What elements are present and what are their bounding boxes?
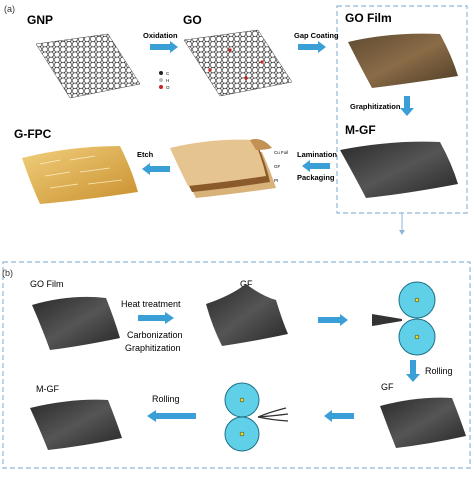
roller-axle-icon [239, 397, 245, 403]
rolling-arrow-left [147, 410, 196, 422]
oxygen-atom [260, 60, 264, 64]
carbon-legend-dot [159, 71, 163, 75]
go-film-label: GO Film [345, 11, 392, 25]
lamination-arrow [302, 160, 330, 172]
cu-foil-label: Cu Foil [274, 150, 288, 155]
panel-b-tag: (b) [2, 268, 13, 278]
rolling-label-2: Rolling [152, 394, 180, 404]
gf-label-1: GF [240, 279, 253, 289]
go-label: GO [183, 13, 202, 27]
to-rolling-arrow [318, 314, 348, 326]
gf-label-2: GF [381, 382, 394, 392]
go-film-sheet [348, 33, 458, 88]
legend-h: H [166, 78, 169, 83]
rolling-label-1: Rolling [425, 366, 453, 376]
stack-peel-corner [250, 139, 272, 150]
gnp-lattice [35, 33, 141, 99]
gf-sheet-flat [380, 397, 466, 448]
gnp-label: GNP [27, 13, 53, 27]
etch-arrow [142, 163, 170, 175]
panel-a-tag: (a) [4, 4, 15, 14]
oxidation-arrow [150, 41, 178, 53]
film-entering-rollers [372, 314, 402, 326]
graphitization-label-b: Graphitization [125, 343, 181, 353]
graphitization-arrow-a [400, 96, 414, 116]
oxygen-atom [228, 48, 232, 52]
heat-treatment-arrow [138, 312, 174, 324]
legend-c: C [166, 71, 170, 76]
m-gf-sheet-b [30, 399, 122, 450]
to-rolling-arrow-2 [324, 410, 354, 422]
oxygen-atom [244, 76, 248, 80]
g-fpc-traces [39, 155, 123, 189]
packaging-label: Packaging [297, 173, 335, 182]
m-gf-label-a: M-GF [345, 123, 376, 137]
roller-axle-icon [414, 297, 420, 303]
legend-o: O [166, 85, 170, 90]
oxygen-legend-dot [159, 85, 163, 89]
panel-b-dashed-box [2, 261, 471, 469]
roller-axle-icon [239, 431, 245, 437]
heat-treatment-label: Heat treatment [121, 299, 181, 309]
go-film-label-b: GO Film [30, 279, 64, 289]
hydrogen-legend-dot [159, 78, 163, 82]
gf-layer-label: GF [274, 164, 281, 169]
gap-coating-arrow [298, 41, 326, 53]
lamination-label: Lamination [297, 150, 337, 159]
etch-label: Etch [137, 150, 154, 159]
m-gf-label-b: M-GF [36, 384, 59, 394]
go-film-sheet-b [32, 296, 120, 350]
oxidation-label: Oxidation [143, 31, 178, 40]
carbonization-label: Carbonization [127, 330, 183, 340]
oxygen-atom [208, 68, 212, 72]
panel-connector-arrowhead [399, 230, 405, 235]
pi-layer-label: PI [274, 178, 278, 183]
go-lattice [183, 29, 293, 97]
gf-sheet-bumpy [206, 284, 288, 346]
film-exiting-rollers [257, 407, 289, 422]
graphitization-label-a: Graphitization [350, 102, 401, 111]
rolling-arrow-down [406, 360, 420, 382]
g-fpc-board [22, 146, 138, 204]
gap-coating-label: Gap Coating [294, 31, 339, 40]
roller-axle-icon [414, 334, 420, 340]
g-fpc-label: G-FPC [14, 127, 52, 141]
stack-layer-top [170, 139, 266, 186]
m-gf-sheet-a [340, 141, 458, 198]
